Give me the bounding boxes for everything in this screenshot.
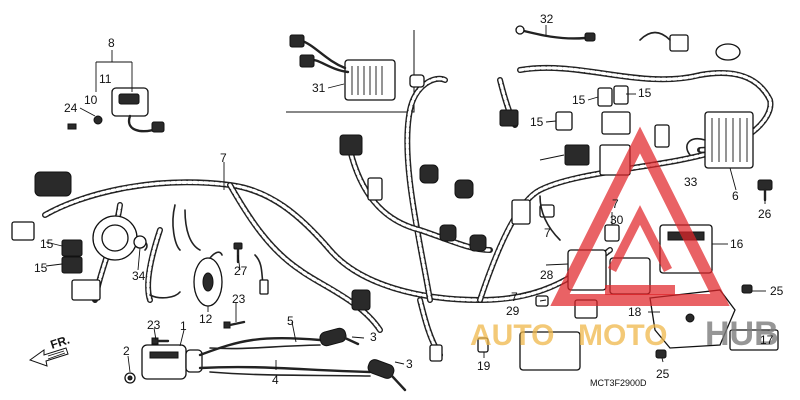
watermark-text-moto: MOTO: [578, 319, 667, 352]
callout-34: 34: [132, 269, 146, 283]
leader-lines: [45, 25, 766, 373]
callout-26: 26: [758, 207, 772, 221]
watermark-text-hub: HUB: [705, 315, 779, 353]
thin-wires-center: [149, 204, 269, 299]
callout-numbers: 1 2 3 3 4 5 6 7 7 7 7 8 10 11 12 15 15 1…: [34, 12, 784, 387]
horn: [193, 251, 223, 307]
callout-12: 12: [199, 312, 213, 326]
ignition-coil: [141, 336, 372, 380]
callout-7c: 7: [544, 226, 551, 240]
callout-3a: 3: [370, 330, 377, 344]
callout-4: 4: [272, 373, 279, 387]
callout-2: 2: [123, 344, 130, 358]
callout-18: 18: [628, 305, 642, 319]
front-arrow-icon: [28, 347, 69, 367]
callout-17: 17: [760, 333, 774, 347]
watermark-text-auto: AUTO: [470, 319, 554, 352]
meter-assembly: [67, 87, 165, 133]
harness-connectors: [339, 74, 670, 362]
callout-25b: 25: [656, 367, 670, 381]
regulator-inset: [289, 34, 396, 101]
callout-10: 10: [84, 93, 98, 107]
callout-1: 1: [180, 319, 187, 333]
callout-31: 31: [312, 81, 326, 95]
inset-frame: [286, 30, 415, 113]
callout-24: 24: [64, 101, 78, 115]
left-connectors: [11, 171, 148, 301]
callout-29: 29: [506, 304, 520, 318]
callout-7d: 7: [511, 290, 518, 304]
drawing-code: MCT3F2900D: [590, 378, 647, 388]
callout-23a: 23: [232, 292, 246, 306]
callout-33: 33: [684, 175, 698, 189]
callout-15c: 15: [572, 93, 586, 107]
callout-16: 16: [730, 237, 744, 251]
callout-27: 27: [234, 264, 248, 278]
callout-5: 5: [287, 314, 294, 328]
callout-15d: 15: [638, 86, 652, 100]
callout-3b: 3: [406, 357, 413, 371]
spark-plug-caps: [319, 327, 407, 392]
callout-25a: 25: [770, 284, 784, 298]
callout-6: 6: [732, 189, 739, 203]
watermark: AUTO MOTO HUB: [470, 126, 779, 353]
callout-19: 19: [477, 359, 491, 373]
callout-15b: 15: [34, 261, 48, 275]
top-right-parts: [515, 25, 773, 202]
callout-23b: 23: [147, 318, 161, 332]
callout-32: 32: [540, 12, 554, 26]
callout-11: 11: [99, 72, 112, 86]
callout-7a: 7: [220, 151, 227, 165]
callout-7b: 7: [612, 197, 619, 211]
callout-8: 8: [108, 36, 115, 50]
callout-30: 30: [610, 213, 624, 227]
callout-15a: 15: [40, 237, 54, 251]
callout-15e: 15: [530, 115, 544, 129]
callout-28: 28: [540, 268, 554, 282]
watermark-triangle: [550, 126, 730, 306]
front-arrow-label: FR.: [49, 333, 72, 352]
front-arrow: FR.: [28, 333, 72, 367]
